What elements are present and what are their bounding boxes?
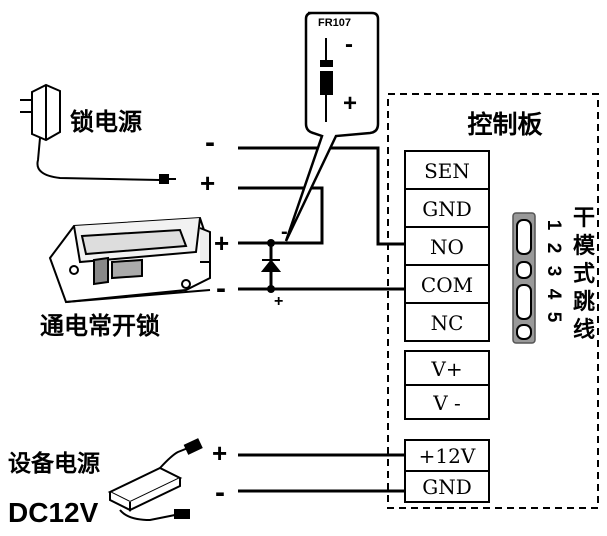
terminal-block-power-out: V+ V - xyxy=(404,350,490,420)
wires xyxy=(238,146,405,493)
lock-power-minus: - xyxy=(205,126,215,159)
terminal-v-minus: V - xyxy=(432,391,461,415)
lock-power-plus: + xyxy=(200,168,215,198)
diode-callout: FR107 - + xyxy=(284,11,380,242)
terminal-no: NO xyxy=(430,235,464,259)
diode-minus: - xyxy=(345,31,353,58)
terminal-com: COM xyxy=(421,273,473,297)
diode-body xyxy=(320,60,333,95)
terminal-block-power-in: +12V GND xyxy=(404,439,490,503)
terminal-block-relay: SEN GND NO COM NC xyxy=(404,150,490,342)
junction-dots xyxy=(267,239,275,293)
terminal-gnd-in: GND xyxy=(422,475,472,499)
inline-diode xyxy=(260,259,282,272)
terminal-gnd: GND xyxy=(422,197,472,221)
diode-plus: + xyxy=(343,90,357,117)
terminal-12v: +12V xyxy=(419,444,476,468)
terminal-nc: NC xyxy=(431,311,464,335)
svg-text:2: 2 xyxy=(543,243,564,254)
svg-text:干: 干 xyxy=(573,206,595,231)
lock-power-adapter xyxy=(20,83,176,184)
device-power-voltage: DC12V xyxy=(8,497,99,528)
device-power-adapter xyxy=(107,438,203,522)
svg-text:跳: 跳 xyxy=(573,289,595,315)
svg-text:式: 式 xyxy=(573,262,595,287)
terminal-sen: SEN xyxy=(424,159,470,183)
device-power-label: 设备电源 xyxy=(8,450,100,477)
jumper-numbers: 1 2 3 4 5 xyxy=(543,220,564,323)
lock-power-label: 锁电源 xyxy=(70,108,142,136)
lock-minus: - xyxy=(216,272,226,305)
lock-label: 通电常开锁 xyxy=(40,312,160,340)
svg-text:5: 5 xyxy=(543,312,564,323)
svg-text:1: 1 xyxy=(543,220,564,231)
diode-part-number: FR107 xyxy=(318,17,351,29)
jumper-label: 干 模 式 跳 线 xyxy=(573,206,596,343)
lock-plus: + xyxy=(214,228,229,258)
mode-jumper xyxy=(512,212,536,344)
inline-diode-minus: - xyxy=(281,221,288,243)
svg-text:线: 线 xyxy=(573,317,595,343)
device-power-plus: + xyxy=(212,438,227,468)
svg-text:3: 3 xyxy=(543,266,564,277)
electric-lock xyxy=(48,216,211,304)
device-power-minus: - xyxy=(215,476,225,509)
control-board-title: 控制板 xyxy=(467,110,542,139)
svg-text:4: 4 xyxy=(543,289,564,300)
svg-text:模: 模 xyxy=(573,234,596,259)
inline-diode-plus: + xyxy=(274,293,283,310)
terminal-v-plus: V+ xyxy=(430,357,462,381)
